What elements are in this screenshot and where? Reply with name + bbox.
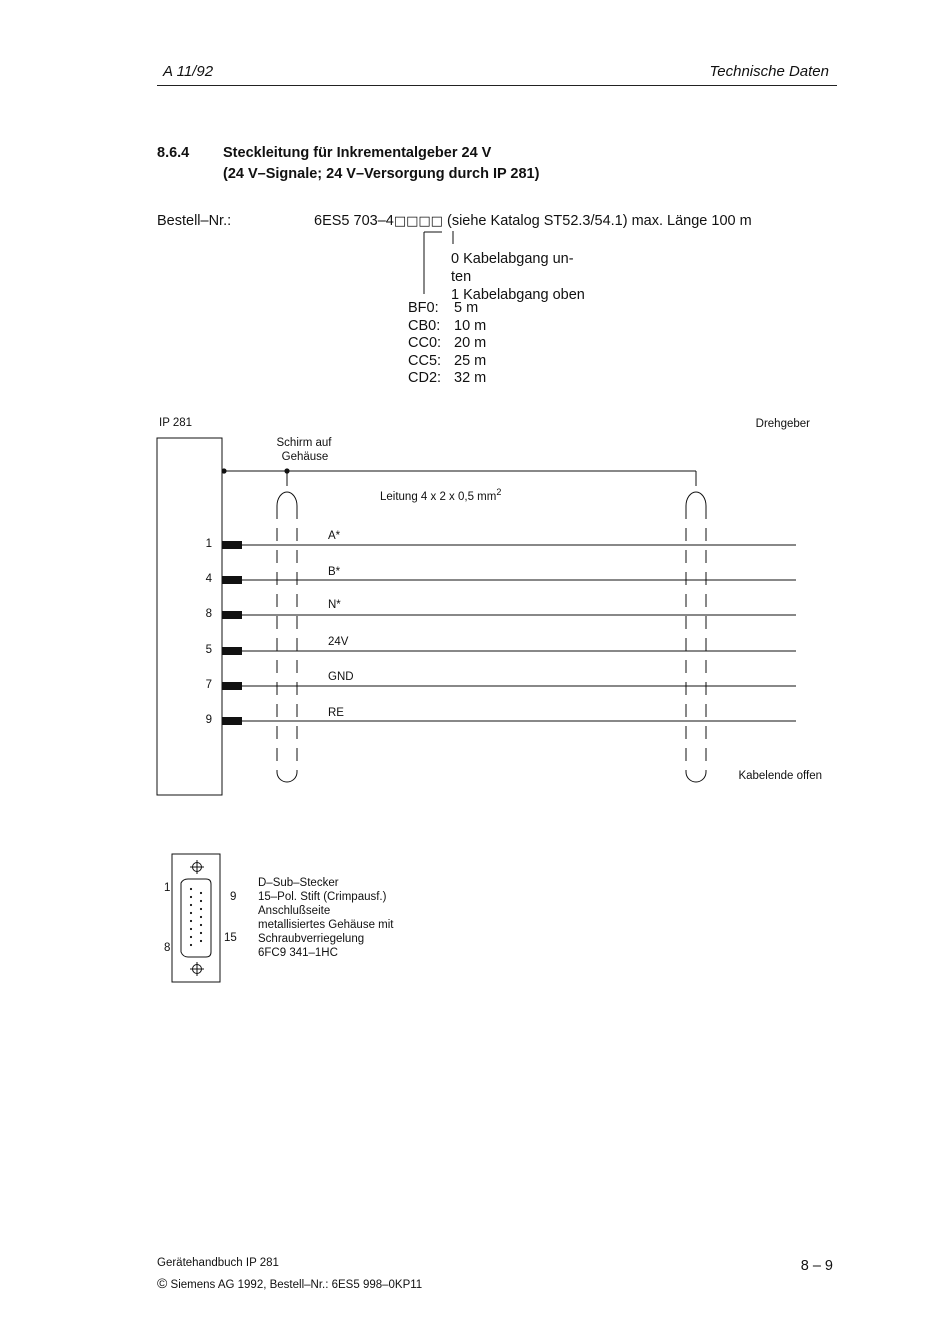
pin-label-15: 15 xyxy=(224,932,237,944)
option0-line2: ten xyxy=(451,269,472,285)
screw-icon xyxy=(190,860,204,874)
connector-desc-line: metallisiertes Gehäuse mit xyxy=(258,919,394,931)
length-list: BF0:5 m CB0:10 m CC0:20 m CC5:25 m CD2:3… xyxy=(408,300,486,388)
pin-number: 9 xyxy=(206,714,212,726)
pin-label-9: 9 xyxy=(230,891,236,903)
length-item: CD2:32 m xyxy=(408,370,487,386)
wire-pin7: 7 GND xyxy=(206,671,796,691)
connector-desc-line: Schraubverriegelung xyxy=(258,933,365,945)
wire-pin4: 4 B* xyxy=(206,566,796,585)
left-device-label: IP 281 xyxy=(159,417,192,429)
pin-number: 5 xyxy=(206,644,212,656)
length-item: CC0:20 m xyxy=(408,335,487,351)
order-number: 6ES5 703–4□□□□ (siehe Katalog ST52.3/54.… xyxy=(314,213,752,229)
header-right: Technische Daten xyxy=(709,63,829,80)
wire-pin8: 8 N* xyxy=(206,599,796,620)
ip281-box xyxy=(156,437,223,796)
cable-shield-left xyxy=(276,491,298,783)
section-title-line2: (24 V–Signale; 24 V–Versorgung durch IP … xyxy=(223,166,540,182)
wire-pin5: 5 24V xyxy=(206,636,796,656)
order-brackets xyxy=(423,231,454,294)
pin-contact xyxy=(222,611,242,619)
pin-dots xyxy=(189,887,203,947)
signal-label: B* xyxy=(328,566,341,578)
copyright-icon: © xyxy=(157,1275,168,1291)
length-item: CB0:10 m xyxy=(408,317,487,334)
pin-number: 4 xyxy=(206,573,213,585)
cable-shield-right xyxy=(685,491,707,783)
wire-pin9: 9 RE xyxy=(206,707,796,726)
footer-copyright-text: Siemens AG 1992, Bestell–Nr.: 6ES5 998–0… xyxy=(170,1279,423,1291)
length-item: CC5:25 m xyxy=(408,352,487,369)
signal-label: 24V xyxy=(328,636,349,648)
section-title-line1: Steckleitung für Inkrementalgeber 24 V xyxy=(223,145,492,161)
header-left: A 11/92 xyxy=(163,63,214,80)
cable-label: Leitung 4 x 2 x 0,5 mm2 xyxy=(380,487,501,503)
order-number-suffix: (siehe Katalog ST52.3/54.1) max. Länge 1… xyxy=(442,213,752,229)
signal-label: N* xyxy=(328,599,341,611)
cable-end-label: Kabelende offen xyxy=(738,770,822,782)
connector-desc-line: Anschlußseite xyxy=(258,905,331,917)
option0-line1: 0 Kabelabgang un- xyxy=(451,251,574,267)
pin-number: 7 xyxy=(206,679,212,691)
header-rule xyxy=(157,85,837,86)
connector-desc-line: 6FC9 341–1HC xyxy=(258,947,338,959)
length-item: BF0:5 m xyxy=(408,300,479,316)
order-number-boxes: □□□□ xyxy=(393,214,443,229)
screw-icon xyxy=(190,962,204,976)
pin-contact xyxy=(222,576,242,584)
footer-copyright: © Siemens AG 1992, Bestell–Nr.: 6ES5 998… xyxy=(157,1275,422,1291)
connector-desc-line: D–Sub–Stecker xyxy=(258,877,339,889)
pin-contact xyxy=(222,647,242,655)
order-number-prefix: 6ES5 703–4 xyxy=(314,213,394,229)
pin-contact xyxy=(222,717,242,725)
footer-manual: Gerätehandbuch IP 281 xyxy=(157,1257,279,1269)
order-label: Bestell–Nr.: xyxy=(157,213,232,229)
signal-label: A* xyxy=(328,530,341,542)
shield-label-line2: Gehäuse xyxy=(282,451,329,463)
wire-pin1: 1 A* xyxy=(206,530,796,550)
page-number: 8 – 9 xyxy=(800,1258,833,1274)
shield-label-line1: Schirm auf xyxy=(277,437,333,449)
section-number: 8.6.4 xyxy=(157,145,190,161)
pin-label-8: 8 xyxy=(164,942,170,954)
pin-contact xyxy=(222,541,242,549)
signal-label: RE xyxy=(328,707,344,719)
pin-number: 8 xyxy=(206,608,212,620)
pin-contact xyxy=(222,682,242,690)
pin-number: 1 xyxy=(206,538,212,550)
dsub-connector-drawing: 1 8 9 15 xyxy=(164,853,237,983)
pin-label-1: 1 xyxy=(164,882,170,894)
right-device-label: Drehgeber xyxy=(756,418,811,430)
signal-label: GND xyxy=(328,671,354,683)
wiring-diagram: IP 281 Drehgeber Schirm auf Gehäuse Leit… xyxy=(156,417,822,796)
connector-description: D–Sub–Stecker 15–Pol. Stift (Crimpausf.)… xyxy=(258,876,394,960)
connector-desc-line: 15–Pol. Stift (Crimpausf.) xyxy=(258,891,387,903)
option1: 1 Kabelabgang oben xyxy=(451,287,585,303)
